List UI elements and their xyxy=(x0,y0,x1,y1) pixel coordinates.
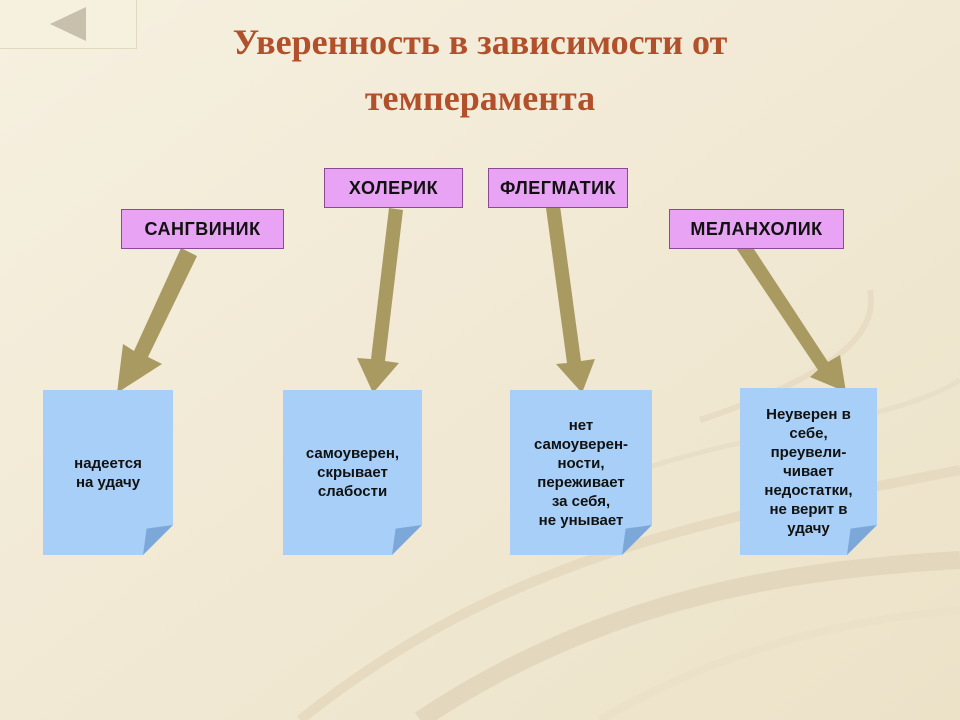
page-title: Уверенность в зависимости от темперамент… xyxy=(232,22,728,118)
note-melancholic: Неуверен в себе, преувели- чивает недост… xyxy=(740,388,877,555)
note-sanguine: надеется на удачу xyxy=(43,390,173,555)
note-phlegmatic: нет самоуверен- ности, переживает за себ… xyxy=(510,390,652,555)
temperament-box-melancholic: МЕЛАНХОЛИК xyxy=(669,209,844,249)
temperament-label: ФЛЕГМАТИК xyxy=(499,177,617,198)
temperament-box-choleric: ХОЛЕРИК xyxy=(324,168,463,208)
back-arrow-icon xyxy=(50,7,86,41)
note-text: самоуверен, скрывает слабости xyxy=(305,445,400,500)
temperament-label: ХОЛЕРИК xyxy=(348,177,439,198)
temperament-label: МЕЛАНХОЛИК xyxy=(690,218,823,239)
note-text: Неуверен в себе, преувели- чивает недост… xyxy=(764,406,853,537)
note-text: нет самоуверен- ности, переживает за себ… xyxy=(534,416,628,529)
note-choleric: самоуверен, скрывает слабости xyxy=(283,390,422,555)
temperament-box-phlegmatic: ФЛЕГМАТИК xyxy=(488,168,628,208)
note-text: надеется на удачу xyxy=(74,454,142,491)
temperament-box-sanguine: САНГВИНИК xyxy=(121,209,284,249)
back-button[interactable] xyxy=(0,0,137,49)
temperament-label: САНГВИНИК xyxy=(144,218,261,239)
